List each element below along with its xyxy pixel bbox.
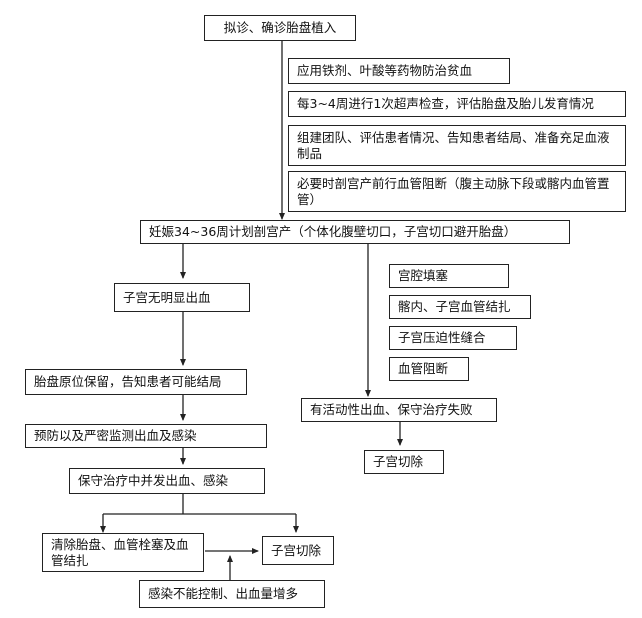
node-no-bleed: 子宫无明显出血 [114, 283, 250, 312]
node-clear: 清除胎盘、血管栓塞及血管结扎 [42, 533, 204, 572]
node-start: 拟诊、确诊胎盘植入 [204, 15, 356, 41]
node-iron: 应用铁剂、叶酸等药物防治贫血 [288, 58, 510, 84]
node-compression: 子宫压迫性缝合 [389, 326, 517, 350]
node-team: 组建团队、评估患者情况、告知患者结局、准备充足血液制品 [288, 125, 626, 166]
node-hysterectomy-bottom: 子宫切除 [262, 536, 334, 565]
node-hysterectomy-right: 子宫切除 [364, 450, 444, 474]
node-preserve: 胎盘原位保留，告知患者可能结局 [25, 369, 247, 395]
node-ligation: 髂内、子宫血管结扎 [389, 295, 531, 319]
node-monitor: 预防以及严密监测出血及感染 [25, 424, 267, 448]
node-packing: 宫腔填塞 [389, 264, 509, 288]
node-block: 必要时剖宫产前行血管阻断（腹主动脉下段或髂内血管置管） [288, 171, 626, 212]
node-complication: 保守治疗中并发出血、感染 [69, 468, 265, 494]
node-ultrasound: 每3~4周进行1次超声检查，评估胎盘及胎儿发育情况 [288, 91, 626, 117]
node-uncontrolled: 感染不能控制、出血量增多 [139, 580, 325, 608]
node-active-bleed: 有活动性出血、保守治疗失败 [301, 398, 497, 422]
node-cesarean: 妊娠34~36周计划剖宫产（个体化腹壁切口，子宫切口避开胎盘） [140, 220, 570, 244]
node-occlusion: 血管阻断 [389, 357, 469, 381]
